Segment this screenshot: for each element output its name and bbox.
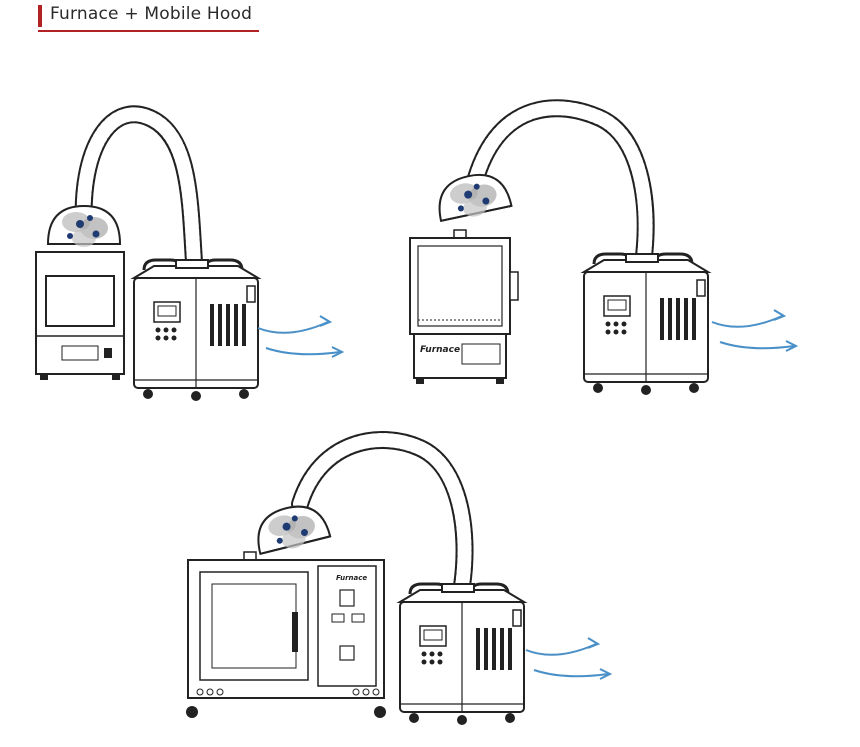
extraction-hood-3 <box>250 498 332 558</box>
extraction-hood-1 <box>47 205 121 248</box>
furnace-brand-label-3: Furnace <box>336 574 367 582</box>
scene-3: Furnace <box>186 431 611 727</box>
furnace-brand-label-2: Furnace <box>420 345 460 355</box>
small-furnace <box>35 251 125 380</box>
title-accent-bar <box>38 5 42 27</box>
scene-2: Furnace <box>409 99 797 397</box>
muffle-furnace: Furnace <box>409 229 519 384</box>
title-underline <box>38 30 259 32</box>
page-title: Furnace + Mobile Hood <box>50 4 253 24</box>
extraction-hood-2 <box>432 167 514 225</box>
fume-extractor-2 <box>582 252 710 397</box>
airflow-arrows-1 <box>257 315 343 358</box>
fume-extractor-3 <box>398 582 526 727</box>
scene-1 <box>35 105 343 403</box>
airflow-arrows-3 <box>525 637 611 680</box>
airflow-arrows-2 <box>711 309 797 352</box>
section-header: Furnace + Mobile Hood <box>38 3 259 32</box>
fume-extractor-1 <box>132 258 260 403</box>
large-furnace: Furnace <box>186 551 386 718</box>
